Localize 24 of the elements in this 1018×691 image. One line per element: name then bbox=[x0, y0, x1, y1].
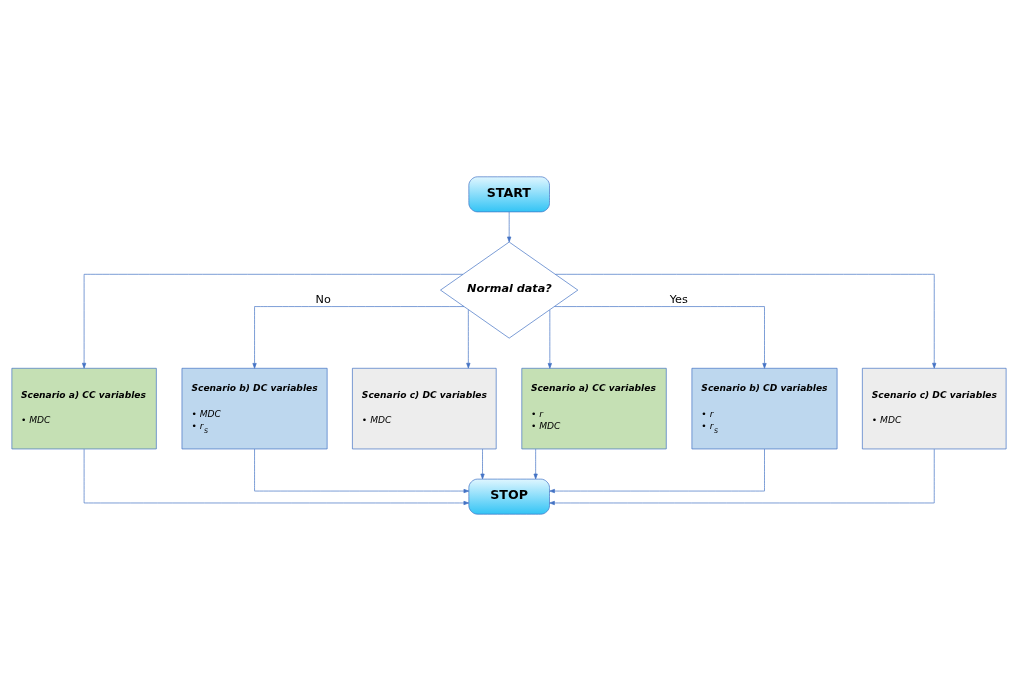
arrow bbox=[480, 448, 485, 480]
node-box: START bbox=[468, 176, 550, 213]
node-box: Scenario b) CD variables • r • r$_{S}$ bbox=[691, 367, 838, 450]
arrow bbox=[549, 448, 935, 506]
node-box: Scenario a) CC variables • MDC bbox=[11, 367, 157, 450]
arrow bbox=[82, 273, 464, 369]
arrow bbox=[252, 306, 465, 369]
arrow bbox=[507, 211, 512, 243]
arrow bbox=[554, 306, 767, 369]
node-box: Scenario a) CC variables • r • MDC bbox=[521, 367, 667, 450]
arrow bbox=[83, 448, 470, 506]
arrow bbox=[254, 448, 470, 494]
node-box: Scenario b) DC variables • MDC • r$_{S}$ bbox=[181, 367, 328, 450]
arrow bbox=[549, 448, 765, 494]
edge-label: No bbox=[315, 292, 331, 306]
arrow bbox=[547, 309, 552, 369]
node-box: STOP bbox=[468, 478, 550, 515]
edge-label: Yes bbox=[669, 292, 688, 306]
node-diamond: Normal data? bbox=[440, 241, 579, 339]
arrow bbox=[466, 309, 471, 369]
arrow bbox=[533, 448, 538, 480]
node-box: Scenario c) DC variables • MDC bbox=[352, 367, 497, 450]
node-box: Scenario c) DC variables • MDC bbox=[862, 367, 1007, 450]
arrow bbox=[555, 273, 937, 369]
